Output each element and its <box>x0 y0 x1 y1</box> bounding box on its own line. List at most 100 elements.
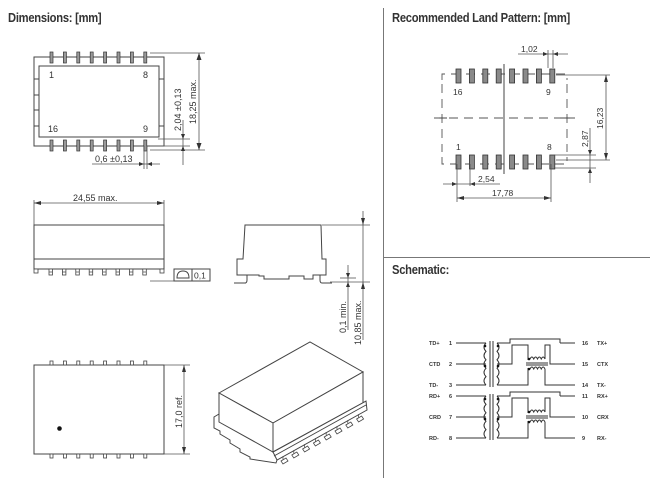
schematic-right-pin-number: 10 <box>582 415 588 421</box>
dim-17-0-ref: 17,0 ref. <box>174 395 184 428</box>
schematic-right-pin-name: RX- <box>597 436 607 442</box>
top-view-pins-top-row <box>49 51 148 64</box>
top-pin <box>143 51 148 64</box>
bottom-pin <box>89 360 94 366</box>
schematic-right-pin-number: 15 <box>582 362 588 368</box>
land-pad <box>522 68 529 84</box>
land-pad <box>468 68 475 84</box>
top-pin-label-9: 9 <box>143 124 148 134</box>
dim-1-02: 1,02 <box>521 44 538 54</box>
land-pin-label-16: 16 <box>453 87 463 97</box>
schematic-right-pin-name: TX+ <box>597 341 607 347</box>
bottom-pin <box>103 453 107 459</box>
schematic-transformers <box>483 338 561 440</box>
top-pin <box>76 139 81 152</box>
bottom-view-pins-bottom-row <box>49 453 148 459</box>
bottom-pin <box>89 453 94 459</box>
schematic-right-pin-number: 11 <box>582 394 588 400</box>
iso-pins <box>280 414 365 465</box>
top-pin-label-1: 1 <box>49 70 54 80</box>
land-pad <box>455 154 462 170</box>
schematic-heading: Schematic: <box>392 262 450 277</box>
iso-pin <box>312 439 321 447</box>
land-pin-label-9: 9 <box>546 87 551 97</box>
top-view: 1 8 16 9 18,25 max. 2,04 ±0,13 0,6 ±0,13 <box>33 51 205 169</box>
land-pad <box>536 154 542 170</box>
pin1-marker-dot <box>57 426 62 431</box>
schematic-left-pin-number: 1 <box>449 341 452 347</box>
schematic-left-pin-number: 3 <box>449 383 452 389</box>
bottom-pin <box>116 453 121 459</box>
top-view-inner-body <box>38 65 160 138</box>
top-view-pins-bottom-row <box>49 139 148 152</box>
iso-pin <box>323 433 332 441</box>
dim-0-6: 0,6 ±0,13 <box>95 154 132 164</box>
dim-2-87: 2,87 <box>580 130 590 147</box>
land-pin-label-8: 8 <box>547 142 552 152</box>
land-pad <box>495 68 502 84</box>
bottom-pin <box>63 453 67 459</box>
schematic-left-pin-name: CRD <box>429 415 441 421</box>
bottom-pin <box>143 453 148 459</box>
bottom-view: 17,0 ref. <box>33 360 190 459</box>
schematic-left-pin-name: TD+ <box>429 341 440 347</box>
top-pin <box>143 139 148 152</box>
land-pad <box>482 68 489 84</box>
land-pad <box>536 68 542 84</box>
schematic-left-pin-name: RD- <box>429 436 439 442</box>
dim-2-54: 2,54 <box>478 174 495 184</box>
land-pad <box>455 68 462 84</box>
top-pin-label-8: 8 <box>143 70 148 80</box>
iso-pin <box>345 421 354 429</box>
top-pin <box>116 139 121 152</box>
land-pad <box>495 154 502 170</box>
schematic-right-pin-name: CTX <box>597 362 608 368</box>
bottom-pin <box>76 453 81 459</box>
land-pad <box>509 68 516 84</box>
dim-2-04: 2,04 ±0,13 <box>173 89 183 131</box>
land-pattern-heading: Recommended Land Pattern: [mm] <box>392 10 571 25</box>
bottom-pin <box>63 360 67 366</box>
schematic-right-pin-number: 16 <box>582 341 588 347</box>
bottom-pin <box>49 360 54 366</box>
top-pin <box>116 51 121 64</box>
schematic-left-pin-number: 2 <box>449 362 452 368</box>
land-pattern: 16 9 1 8 1,02 16,23 2,87 2,54 <box>434 44 610 202</box>
dimensions-heading: Dimensions: [mm] <box>8 10 102 25</box>
dim-17-78: 17,78 <box>492 188 514 198</box>
schematic-left-pin-number: 6 <box>449 394 452 400</box>
side-pin <box>159 268 165 274</box>
top-pin <box>103 51 107 64</box>
land-pin-label-1: 1 <box>456 142 461 152</box>
land-pad <box>468 154 475 170</box>
schematic-left-pin-number: 7 <box>449 415 452 421</box>
top-pin <box>49 51 54 64</box>
top-pin <box>89 139 94 152</box>
schematic-right-pin-name: RX+ <box>597 394 608 400</box>
top-pin <box>76 51 81 64</box>
schematic-right-pin-name: TX- <box>597 383 606 389</box>
bottom-pin <box>76 360 81 366</box>
land-pad <box>482 154 489 170</box>
iso-pin <box>334 427 343 435</box>
side-view: 24,55 max. 0,1 <box>33 193 211 282</box>
dim-0-1-min: 0,1 min. <box>338 301 348 333</box>
transformer-channel <box>483 338 561 387</box>
top-pin <box>130 139 134 152</box>
iso-pin <box>291 451 300 459</box>
bottom-pin <box>116 360 121 366</box>
land-pads-bottom-row <box>455 154 556 170</box>
isometric-view <box>213 341 368 465</box>
top-pin <box>89 51 94 64</box>
schematic-right-pin-number: 9 <box>582 436 585 442</box>
bottom-view-body <box>33 364 165 455</box>
bottom-pin <box>129 453 134 459</box>
land-pad <box>509 154 516 170</box>
side-view-pins <box>33 268 165 276</box>
dim-16-23: 16,23 <box>595 107 605 129</box>
side-view-body <box>33 224 165 270</box>
iso-pin <box>280 457 289 465</box>
